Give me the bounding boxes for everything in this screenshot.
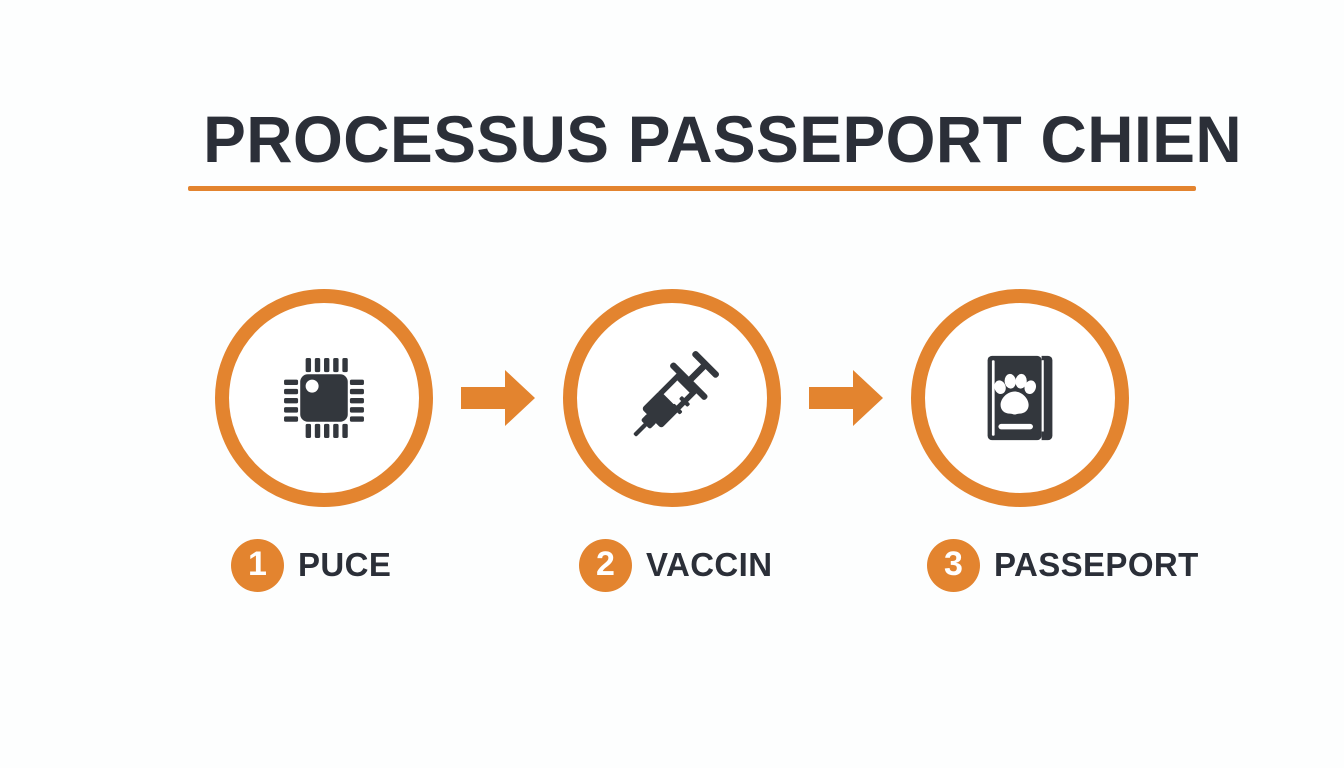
arrow-right-icon (461, 370, 535, 426)
label-spacer-2 (781, 530, 911, 600)
step-2-number-badge: 2 (579, 538, 632, 592)
process-steps-row (0, 288, 1344, 508)
step-1-circle[interactable] (215, 289, 433, 507)
step-1-number-badge: 1 (231, 538, 284, 592)
arrow-right-icon (809, 370, 883, 426)
connector-1 (433, 289, 563, 507)
step-3-number-badge: 3 (927, 538, 980, 592)
label-spacer-1 (433, 530, 563, 600)
step-1-label: PUCE (298, 546, 392, 583)
page-title-block: PROCESSUS PASSEPORT CHIEN (188, 102, 1243, 191)
connector-2 (781, 289, 911, 507)
step-2-label-group[interactable]: 2 VACCIN (563, 530, 781, 600)
page-title: PROCESSUS PASSEPORT CHIEN (203, 102, 1243, 176)
step-3-circle[interactable] (911, 289, 1129, 507)
syringe-icon (633, 351, 719, 437)
microchip-icon (284, 358, 364, 438)
step-3-label: PASSEPORT (994, 546, 1199, 583)
process-labels-row: 1 PUCE 2 VACCIN 3 PASSEPORT (0, 530, 1344, 600)
title-underline-rule (188, 186, 1196, 191)
step-2-circle[interactable] (563, 289, 781, 507)
step-1-label-group[interactable]: 1 PUCE (215, 530, 433, 600)
step-3-label-group[interactable]: 3 PASSEPORT (911, 530, 1198, 600)
step-2-label: VACCIN (646, 546, 773, 583)
passport-paw-book-icon (987, 355, 1053, 441)
